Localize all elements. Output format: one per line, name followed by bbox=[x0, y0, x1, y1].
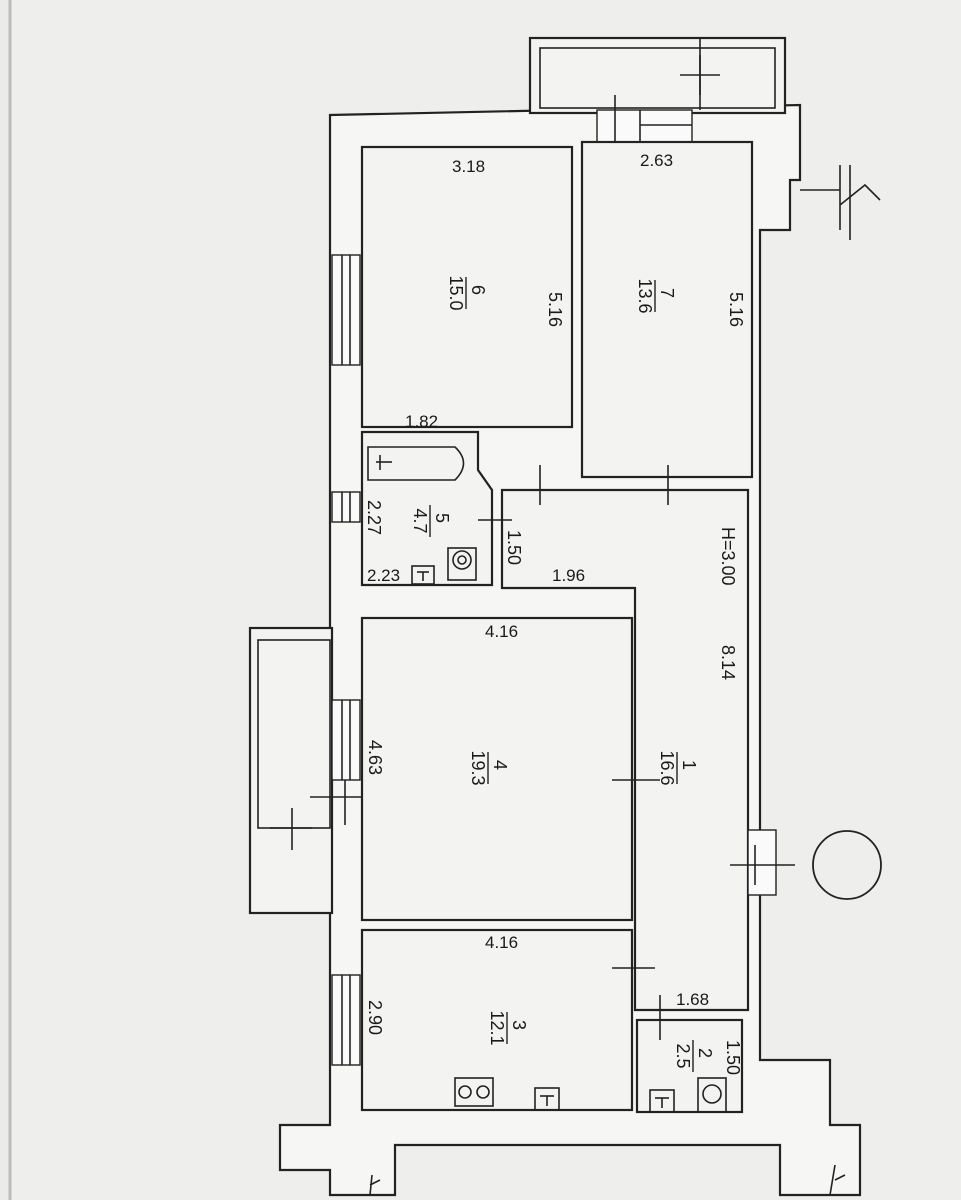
wc-toilet-fixture bbox=[697, 1077, 727, 1113]
room-7-label: 7 13.6 bbox=[635, 278, 677, 313]
stair-mark-left bbox=[369, 1174, 381, 1196]
room-7 bbox=[580, 140, 754, 479]
room-6-label: 6 15.0 bbox=[446, 275, 488, 310]
room-6-number: 6 bbox=[468, 285, 488, 295]
window-left-bath bbox=[331, 491, 361, 523]
window-left-room4 bbox=[331, 699, 361, 781]
dim-room4-width: 4.16 bbox=[485, 622, 518, 641]
kitchen-sink-fixture bbox=[534, 1087, 560, 1111]
top-balcony-inner bbox=[539, 47, 776, 109]
room-5 bbox=[360, 430, 494, 587]
dim-room4-length: 4.63 bbox=[365, 740, 385, 775]
bathtub-fixture bbox=[367, 446, 465, 481]
entrance-door bbox=[730, 829, 795, 896]
room-5-number: 5 bbox=[432, 513, 452, 523]
stair-mark-right bbox=[829, 1164, 846, 1196]
dim-room6-length: 5.16 bbox=[545, 292, 565, 327]
room-3-label: 3 12.1 bbox=[487, 1010, 529, 1045]
dim-wc-width: 1.68 bbox=[676, 990, 709, 1009]
dim-corridor-width: 1.96 bbox=[552, 566, 585, 585]
room-1 bbox=[500, 488, 750, 1012]
stamp-circle bbox=[812, 830, 882, 900]
dim-bath-lower-width: 2.23 bbox=[367, 566, 400, 585]
dim-ceiling-height: H=3.00 bbox=[718, 527, 738, 586]
toilet-fixture bbox=[447, 547, 477, 581]
window-left-room3 bbox=[331, 974, 361, 1066]
sink-fixture bbox=[411, 565, 435, 585]
left-balcony bbox=[248, 626, 334, 915]
room-2-label: 2 2.5 bbox=[673, 1040, 715, 1072]
dim-wc-length: 1.50 bbox=[723, 1040, 743, 1075]
room-2-area: 2.5 bbox=[673, 1043, 693, 1068]
window-left-room6 bbox=[331, 254, 361, 366]
room-4-area: 19.3 bbox=[468, 750, 488, 785]
room-3-number: 3 bbox=[509, 1020, 529, 1030]
top-opening bbox=[596, 109, 693, 146]
room-5-area: 4.7 bbox=[410, 508, 430, 533]
room-1-label: 1 16.6 bbox=[657, 750, 699, 785]
dim-room3-length: 2.90 bbox=[365, 1000, 385, 1035]
room-5-label: 5 4.7 bbox=[410, 505, 452, 537]
dim-bath-height: 2.27 bbox=[364, 500, 384, 535]
room-4-label: 4 19.3 bbox=[468, 750, 510, 785]
dim-room7-width: 2.63 bbox=[640, 151, 673, 170]
dim-corridor-length: 8.14 bbox=[718, 645, 738, 680]
room-7-number: 7 bbox=[657, 288, 677, 298]
stove-fixture bbox=[454, 1077, 494, 1107]
room-4 bbox=[360, 616, 634, 922]
room-6-area: 15.0 bbox=[446, 275, 466, 310]
room-3 bbox=[360, 928, 634, 1112]
room-2-number: 2 bbox=[695, 1048, 715, 1058]
entry-step-mark bbox=[800, 165, 881, 230]
room-4-number: 4 bbox=[490, 760, 510, 770]
dim-room7-length: 5.16 bbox=[726, 292, 746, 327]
room-6 bbox=[360, 145, 574, 429]
wc-sink-fixture bbox=[649, 1089, 675, 1113]
dim-room3-width: 4.16 bbox=[485, 933, 518, 952]
top-balcony bbox=[528, 36, 787, 115]
dim-bath-width: 1.82 bbox=[405, 412, 438, 431]
dim-room6-width: 3.18 bbox=[452, 157, 485, 176]
room-2 bbox=[635, 1018, 744, 1114]
room-1-area: 16.6 bbox=[657, 750, 677, 785]
dim-bath-side: 1.50 bbox=[504, 530, 524, 565]
room-7-area: 13.6 bbox=[635, 278, 655, 313]
room-1-number: 1 bbox=[679, 760, 699, 770]
room-3-area: 12.1 bbox=[487, 1010, 507, 1045]
